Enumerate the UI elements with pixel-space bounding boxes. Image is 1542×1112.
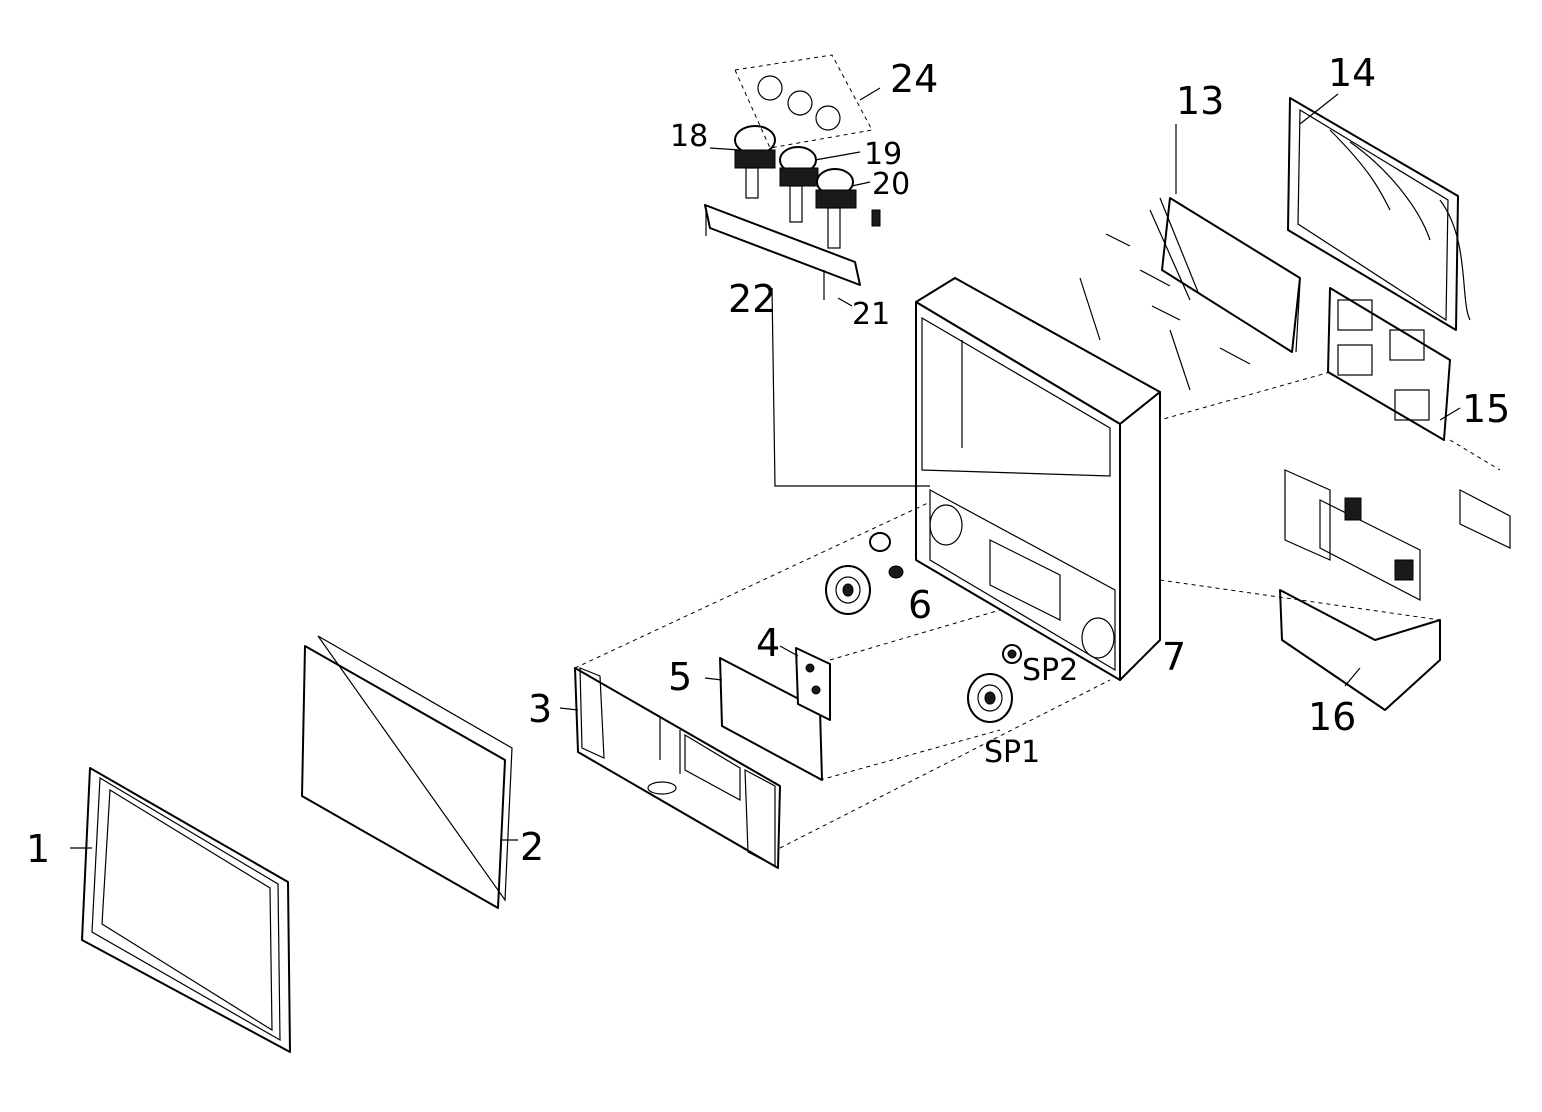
part-20-lens xyxy=(815,168,857,249)
part-16-chassis xyxy=(1279,469,1511,711)
speaker-small-upper xyxy=(869,532,904,579)
callout-18: 18 xyxy=(670,119,708,154)
callout-21: 21 xyxy=(852,297,890,332)
callout-6: 6 xyxy=(908,583,932,627)
callout-sp2: SP2 xyxy=(1022,653,1078,688)
callout-20: 20 xyxy=(872,167,910,202)
part-18-lens xyxy=(734,125,776,199)
speaker-upper xyxy=(825,565,871,615)
callout-sp1: SP1 xyxy=(984,735,1040,770)
part-15-rear-vent-panel xyxy=(1327,287,1451,441)
speaker-sp1 xyxy=(967,673,1013,723)
callout-5: 5 xyxy=(668,655,692,699)
part-7-main-cabinet xyxy=(915,277,1161,681)
callout-2: 2 xyxy=(520,825,544,869)
leader-lines xyxy=(70,87,1461,849)
part-21-screw xyxy=(871,209,881,227)
callout-7: 7 xyxy=(1162,635,1186,679)
part-13-rail-assembly xyxy=(1079,197,1301,391)
part-22-lens-bracket xyxy=(704,204,861,300)
callout-14: 14 xyxy=(1328,51,1376,95)
assembly-guides xyxy=(574,287,1501,849)
callout-1: 1 xyxy=(26,827,50,871)
part-3-front-cabinet xyxy=(574,667,781,869)
callout-15: 15 xyxy=(1462,387,1510,431)
callout-19: 19 xyxy=(864,137,902,172)
part-1-front-bezel xyxy=(81,767,291,1053)
callout-4: 4 xyxy=(756,621,780,665)
part-5-plate xyxy=(719,657,823,781)
part-14-back-frame xyxy=(1287,97,1471,331)
part-24-lens-cover xyxy=(734,54,873,149)
speaker-sp2 xyxy=(1002,644,1022,664)
part-2-screen-panel xyxy=(301,635,513,909)
callout-3: 3 xyxy=(528,687,552,731)
callout-22: 22 xyxy=(728,277,776,321)
part-19-lens xyxy=(779,146,819,223)
callout-13: 13 xyxy=(1176,79,1224,123)
part-4-bracket xyxy=(795,647,831,721)
callout-24: 24 xyxy=(890,57,938,101)
callout-16: 16 xyxy=(1308,695,1356,739)
